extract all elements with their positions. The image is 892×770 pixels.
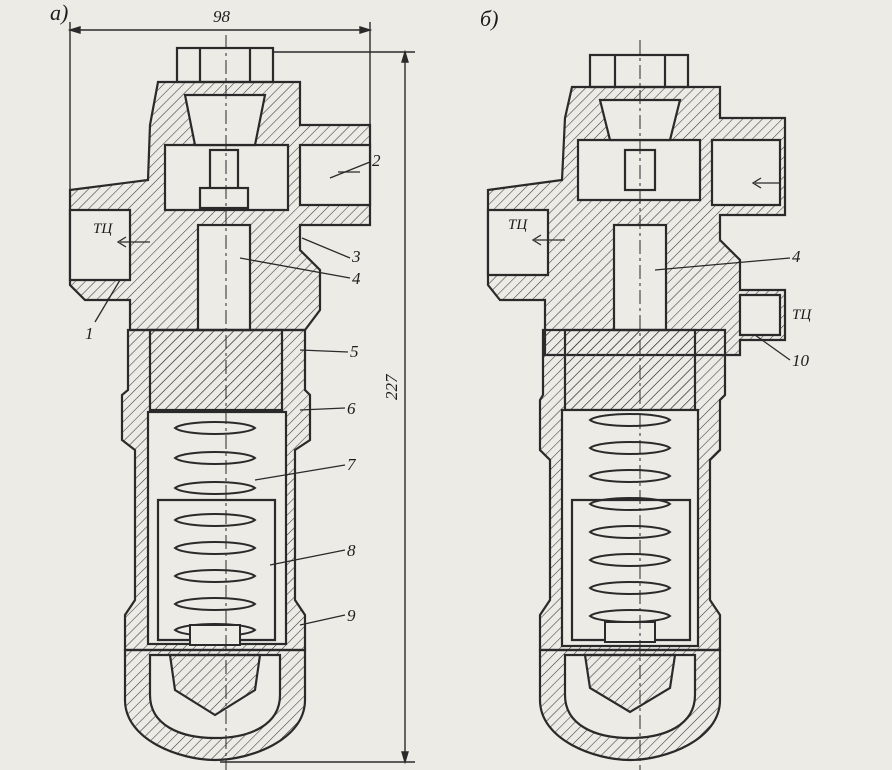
- callout-b-tc-left: ТЦ: [508, 217, 528, 233]
- view-label-b: б): [480, 6, 499, 31]
- callout-b-10: 10: [792, 351, 809, 370]
- callout-a-4: 4: [352, 269, 361, 288]
- callout-a-1: 1: [85, 324, 94, 343]
- callout-a-8: 8: [347, 541, 356, 560]
- dimension-lines: [67, 22, 415, 765]
- callout-a-6: 6: [347, 399, 356, 418]
- callout-a-5: 5: [350, 342, 359, 361]
- callout-a-3: 3: [352, 247, 361, 266]
- callout-a-7: 7: [347, 455, 356, 474]
- callout-b-4: 4: [792, 247, 801, 266]
- callout-a-2: 2: [372, 151, 381, 170]
- view-a-leaders: [94, 161, 371, 626]
- view-a-body: [68, 46, 372, 762]
- callout-b-tc-right: ТЦ: [792, 307, 812, 323]
- view-b-spring: [589, 413, 671, 643]
- view-b-leaders: [338, 171, 791, 361]
- callout-a-tc: ТЦ: [93, 221, 113, 237]
- view-label-a: a): [50, 0, 69, 25]
- view-a-spring: [174, 421, 256, 646]
- dimension-width: 98: [213, 7, 230, 26]
- callout-a-9: 9: [347, 606, 356, 625]
- dimension-height: 227: [382, 374, 401, 401]
- view-b-body: [486, 53, 787, 762]
